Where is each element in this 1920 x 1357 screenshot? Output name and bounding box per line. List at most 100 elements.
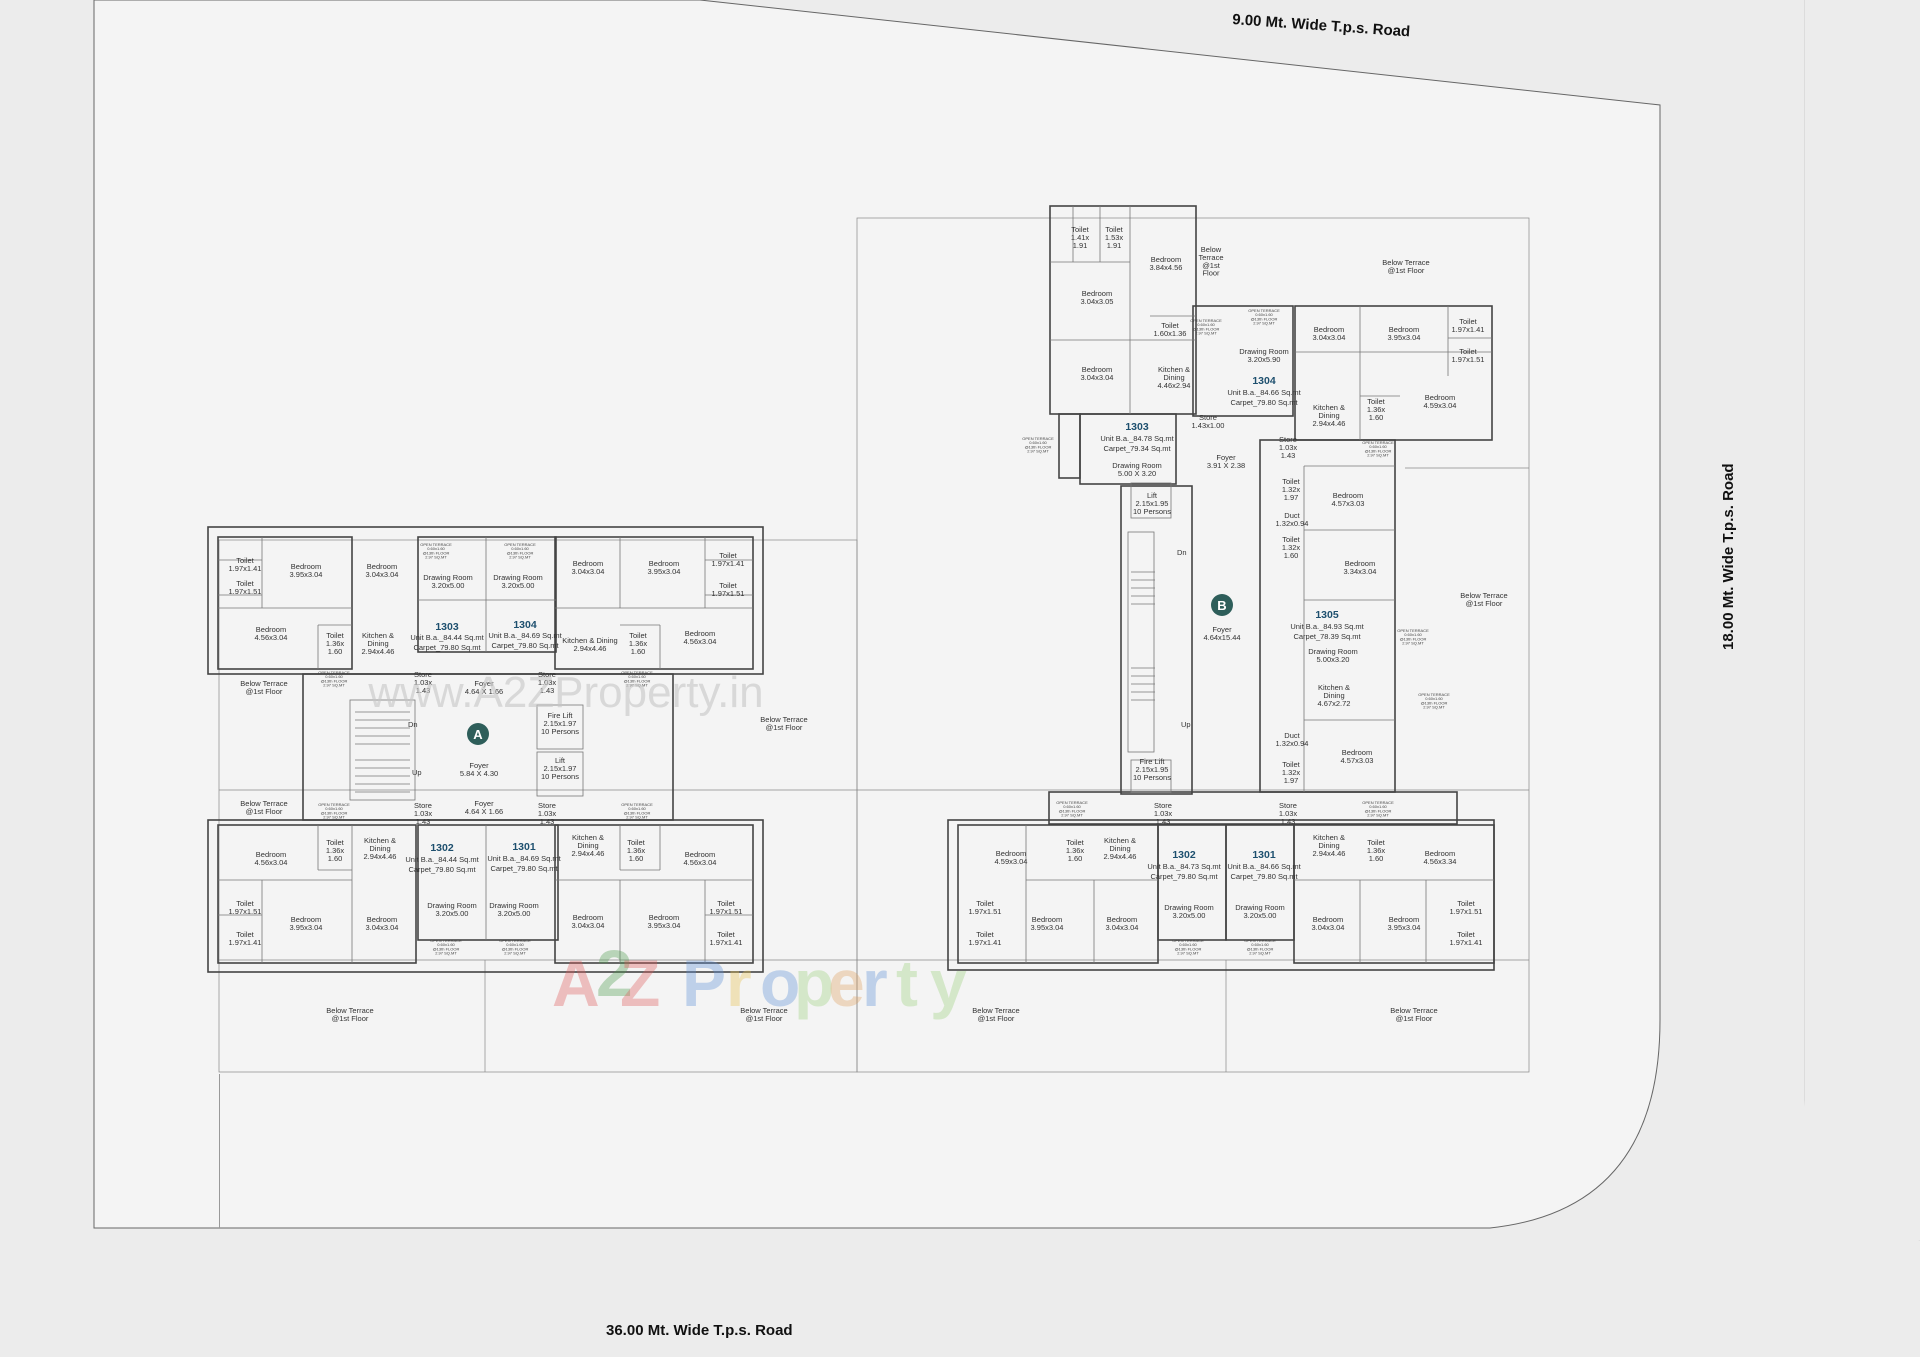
below-terrace: Below Terrace@1st Floor bbox=[240, 679, 287, 696]
below-terrace: Below Terrace@1st Floor bbox=[240, 799, 287, 816]
watermark-logo-letter: A bbox=[552, 946, 600, 1020]
unit-number: 1304 bbox=[1252, 375, 1276, 387]
unit-number: 1301 bbox=[1252, 849, 1276, 861]
unit-carpet: Carpet_79.80 Sq.mt bbox=[490, 864, 558, 873]
wing-b-marker bbox=[1211, 594, 1233, 616]
unit-carpet: Carpet_79.80 Sq.mt bbox=[491, 641, 559, 650]
stair-up: Up bbox=[412, 768, 422, 777]
unit-carpet: Carpet_79.80 Sq.mt bbox=[1230, 398, 1298, 407]
watermark-logo-letter: p bbox=[794, 946, 834, 1020]
unit-carpet: Carpet_79.34 Sq.mt bbox=[1103, 444, 1171, 453]
unit-b-1301: 1301 Unit B.a._84.66 Sq.mt Carpet_79.80 … bbox=[1227, 849, 1301, 881]
wing-b: B 1303 Unit B.a._84.78 Sq.mt Carpet_79.3… bbox=[947, 205, 1508, 1023]
unit-carpet: Carpet_79.80 Sq.mt bbox=[413, 643, 481, 652]
wing-a: A 1303 Unit B.a._84.44 Sq.mt Carpet_79.8… bbox=[207, 526, 808, 1023]
plot-boundary bbox=[93, 0, 1661, 1229]
watermark-logo-letter: y bbox=[930, 946, 967, 1020]
road-label-right: 18.00 Mt. Wide T.p.s. Road bbox=[1720, 463, 1737, 650]
stair-dn: Dn bbox=[408, 720, 418, 729]
unit-carpet: Carpet_79.80 Sq.mt bbox=[1150, 872, 1218, 881]
unit-a-1301: 1301 Unit B.a._84.69 Sq.mt Carpet_79.80 … bbox=[487, 841, 561, 873]
staircase-a bbox=[355, 711, 410, 793]
watermark-logo-letter: r bbox=[862, 946, 888, 1020]
road-right-strip bbox=[1805, 0, 1920, 1240]
unit-number: 1303 bbox=[1125, 421, 1149, 433]
watermark-logo-letter: t bbox=[896, 946, 918, 1020]
unit-area: Unit B.a._84.44 Sq.mt bbox=[410, 633, 484, 642]
unit-b-1304: 1304 Unit B.a._84.66 Sq.mt Carpet_79.80 … bbox=[1227, 375, 1301, 407]
unit-a-1303: 1303 Unit B.a._84.44 Sq.mt Carpet_79.80 … bbox=[410, 621, 484, 652]
watermark-logo-letter: Z bbox=[620, 946, 660, 1020]
unit-number: 1305 bbox=[1315, 609, 1339, 621]
watermark-logo-letter: e bbox=[828, 946, 865, 1020]
stair-up: Up bbox=[1181, 720, 1191, 729]
unit-area: Unit B.a._84.69 Sq.mt bbox=[487, 854, 561, 863]
unit-b-1302: 1302 Unit B.a._84.73 Sq.mt Carpet_79.80 … bbox=[1147, 849, 1221, 881]
unit-area: Unit B.a._84.66 Sq.mt bbox=[1227, 388, 1301, 397]
